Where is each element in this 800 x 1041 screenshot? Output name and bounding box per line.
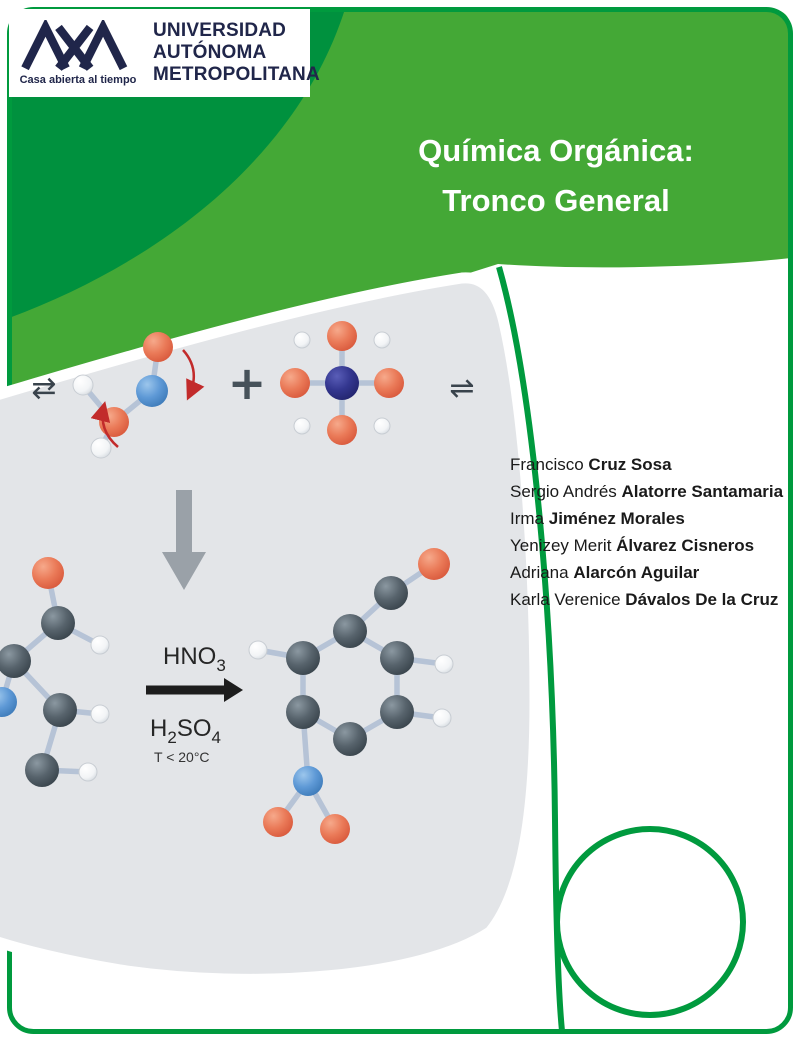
atom-white xyxy=(90,635,110,655)
atom-dark xyxy=(374,576,408,610)
author-line: Yenizey Merit Álvarez Cisneros xyxy=(510,536,755,555)
atom-orange xyxy=(32,557,64,589)
atom-dark xyxy=(380,695,414,729)
atom-dark xyxy=(0,644,31,678)
atom-orange xyxy=(263,807,293,837)
author-line: Sergio Andrés Alatorre Santamaria xyxy=(510,482,784,501)
author-line: Karla Verenice Dávalos De la Cruz xyxy=(510,590,779,609)
atom-white xyxy=(293,331,311,349)
atom-white xyxy=(434,654,454,674)
atom-navy xyxy=(325,366,359,400)
atom-dark xyxy=(43,693,77,727)
atom-white xyxy=(72,374,94,396)
atom-orange xyxy=(327,415,357,445)
atom-white xyxy=(90,704,110,724)
author-line: Adriana Alarcón Aguilar xyxy=(510,563,700,582)
atom-dark xyxy=(41,606,75,640)
right-equilibrium-icon: ⇌ xyxy=(449,371,474,406)
university-name: UNIVERSIDAD AUTÓNOMA METROPOLITANA xyxy=(153,20,320,86)
atom-white xyxy=(293,417,311,435)
atom-white xyxy=(90,437,112,459)
university-name-line1: UNIVERSIDAD xyxy=(153,20,287,41)
atom-dark xyxy=(380,641,414,675)
atom-orange xyxy=(320,814,350,844)
condition-label: T < 20°C xyxy=(154,749,210,765)
atom-orange xyxy=(327,321,357,351)
atom-white xyxy=(248,640,268,660)
reaction-arrow-head xyxy=(224,678,243,702)
atom-white xyxy=(78,762,98,782)
book-title-line2: Tronco General xyxy=(442,183,670,218)
university-logo-box: Casa abierta al tiempo UNIVERSIDAD AUTÓN… xyxy=(9,9,320,97)
logo-tagline: Casa abierta al tiempo xyxy=(19,74,137,86)
curved-red-arrow-icon xyxy=(90,401,119,448)
atom-white xyxy=(373,417,391,435)
book-title-line1: Química Orgánica: xyxy=(418,133,694,168)
author-line: Francisco Cruz Sosa xyxy=(510,455,672,474)
atom-dark xyxy=(25,753,59,787)
molecule-panel xyxy=(0,272,541,985)
green-sweep-curve xyxy=(496,266,565,1032)
atom-white xyxy=(373,331,391,349)
atom-orange xyxy=(280,368,310,398)
university-name-line2: AUTÓNOMA xyxy=(153,42,267,63)
atom-orange xyxy=(374,368,404,398)
uam-logo: Casa abierta al tiempo xyxy=(17,20,139,86)
left-equilibrium-icon: ⇄ xyxy=(31,371,56,406)
atom-blue xyxy=(293,766,323,796)
atom-blue xyxy=(136,375,168,407)
decorative-circle xyxy=(554,826,746,1018)
atom-orange xyxy=(143,332,173,362)
curved-red-arrow-icon xyxy=(182,349,205,401)
author-line: Irma Jiménez Morales xyxy=(510,509,685,528)
reagent-label: HNO3 xyxy=(163,643,226,675)
plus-sign: + xyxy=(228,356,267,410)
down-arrow-icon xyxy=(162,490,206,590)
atom-orange xyxy=(418,548,450,580)
atom-white xyxy=(432,708,452,728)
molecule-illustration xyxy=(0,321,454,844)
acid-label: H2SO4 xyxy=(150,715,221,747)
atom-dark xyxy=(286,695,320,729)
university-name-line3: METROPOLITANA xyxy=(153,64,320,85)
atom-blue xyxy=(0,687,17,717)
atom-dark xyxy=(333,722,367,756)
atom-dark xyxy=(286,641,320,675)
book-title: Química Orgánica: Tronco General xyxy=(330,126,782,226)
atom-dark xyxy=(333,614,367,648)
uam-logo-mark-icon xyxy=(21,20,128,71)
